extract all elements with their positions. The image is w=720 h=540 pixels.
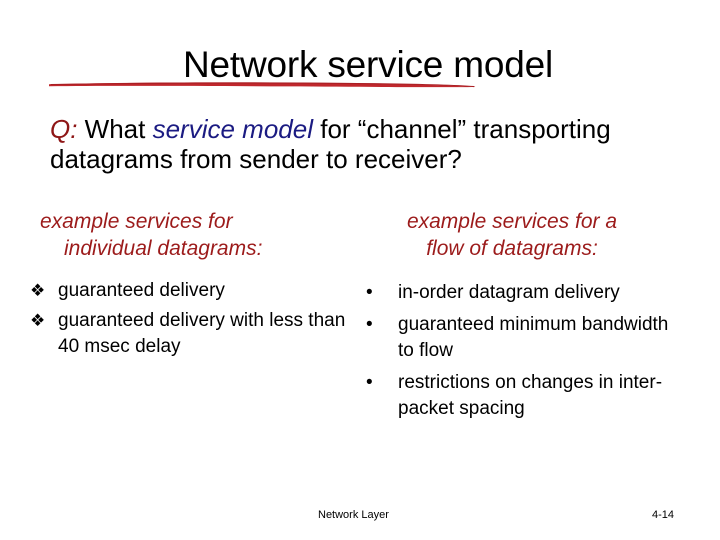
list-item: • restrictions on changes in inter-packe…	[360, 370, 672, 422]
left-bullet-list: ❖ guaranteed delivery ❖ guaranteed deliv…	[28, 278, 348, 360]
list-item: • in-order datagram delivery	[360, 280, 672, 306]
column-left-heading-line2: individual datagrams:	[64, 237, 263, 260]
page-title: Network service model	[0, 44, 720, 86]
column-left-heading: example services for individual datagram…	[28, 208, 348, 262]
column-left-heading-line1: example services for	[40, 210, 233, 233]
list-item: ❖ guaranteed delivery	[28, 278, 348, 304]
column-individual-datagrams: example services for individual datagram…	[28, 208, 348, 364]
round-bullet-icon: •	[366, 314, 373, 335]
list-item-label: guaranteed minimum bandwidth to flow	[398, 314, 669, 361]
list-item: ❖ guaranteed delivery with less than 40 …	[28, 308, 348, 360]
diamond-bullet-icon: ❖	[30, 311, 46, 330]
title-underline-decoration	[49, 82, 476, 88]
list-item-label: in-order datagram delivery	[398, 282, 620, 303]
column-right-heading-line1: example services for a	[406, 210, 618, 233]
right-bullet-list: • in-order datagram delivery • guarantee…	[352, 280, 672, 422]
round-bullet-icon: •	[366, 372, 373, 393]
question-emphasis: service model	[152, 114, 313, 144]
diamond-bullet-icon: ❖	[30, 281, 46, 300]
list-item: • guaranteed minimum bandwidth to flow	[360, 312, 672, 364]
column-right-heading: example services for a flow of datagrams…	[352, 208, 672, 262]
question-text-before: What	[77, 114, 153, 144]
list-item-label: guaranteed delivery with less than 40 ms…	[58, 310, 346, 357]
column-right-heading-line2: flow of datagrams:	[426, 237, 598, 260]
page-title-text: Network service model	[182, 44, 554, 85]
round-bullet-icon: •	[366, 282, 373, 303]
question-marker: Q:	[50, 114, 78, 144]
question-text: Q: What service model for “channel” tran…	[50, 114, 650, 174]
footer-label: Network Layer	[318, 509, 389, 521]
footer-page-number: 4-14	[652, 509, 675, 521]
question-text-after: for “channel” transporting datagrams fro…	[50, 114, 611, 174]
column-flow-of-datagrams: example services for a flow of datagrams…	[352, 208, 672, 428]
list-item-label: guaranteed delivery	[58, 280, 225, 301]
list-item-label: restrictions on changes in inter-packet …	[398, 372, 663, 419]
